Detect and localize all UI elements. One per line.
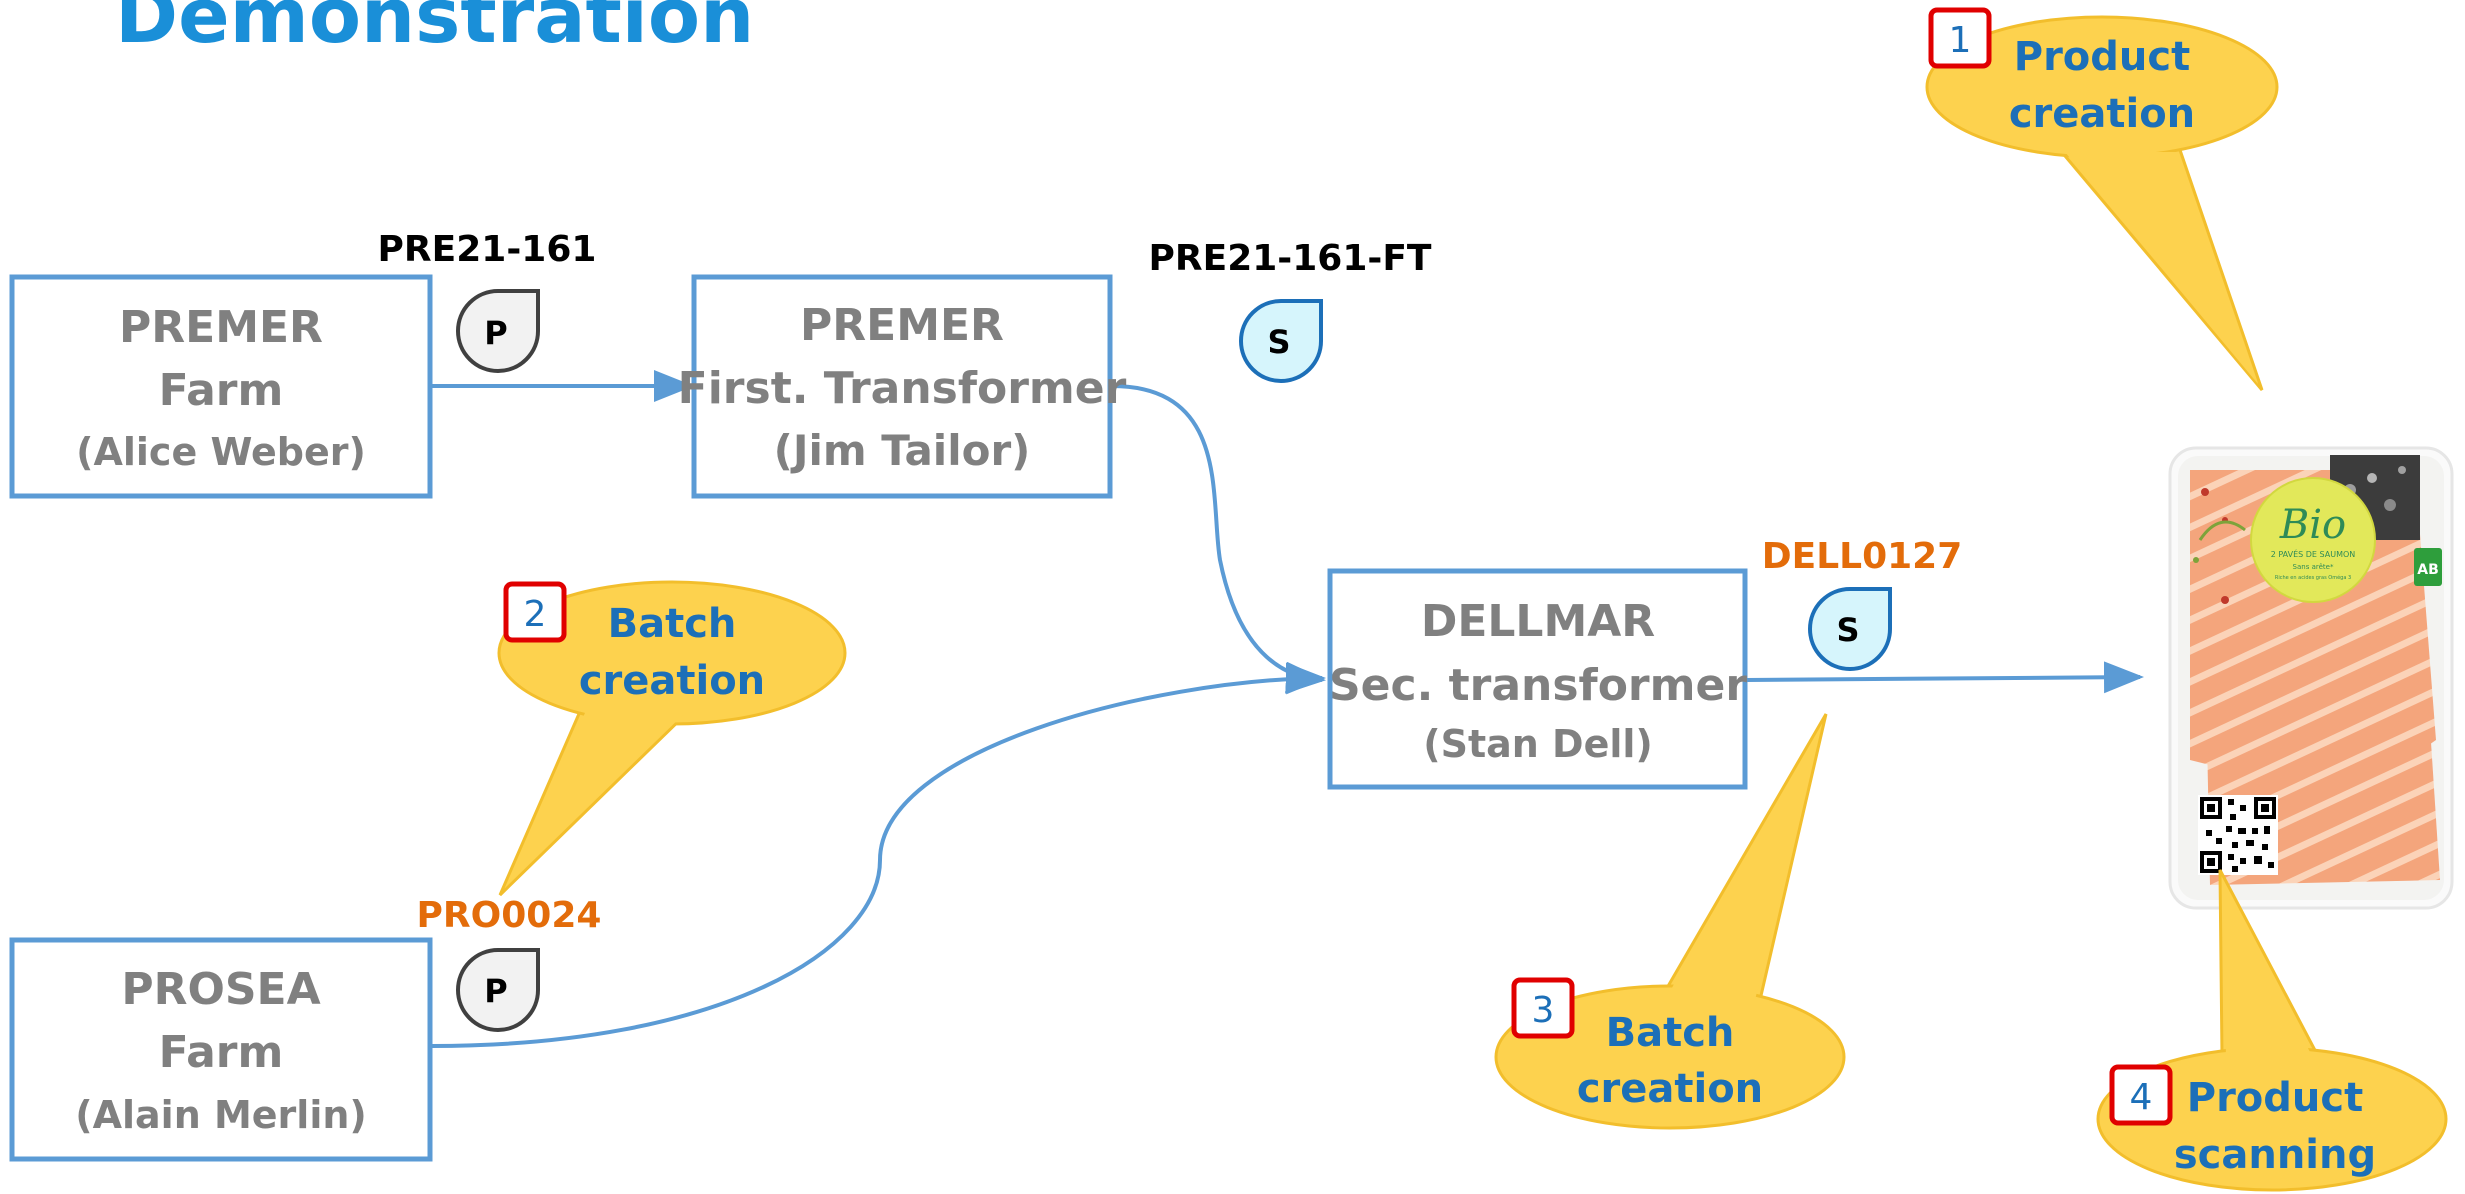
step-number: 1 — [1949, 20, 1972, 61]
actor-name: PREMER — [119, 302, 323, 353]
batch-code-pre21-161-ft: PRE21-161-FT — [1149, 238, 1432, 279]
supplier-marker-icon: S — [1808, 587, 1892, 671]
svg-text:AB: AB — [2417, 562, 2439, 578]
actor-name: DELLMAR — [1421, 596, 1655, 647]
actor-person: (Alain Merlin) — [75, 1093, 367, 1137]
organic-label-icon: Bio 2 PAVÉS DE SAUMON Sans arête* Riche … — [2250, 477, 2376, 603]
step-number: 2 — [524, 594, 547, 635]
actor-role: First. Transformer — [678, 363, 1127, 414]
connector-first-transformer-to-dellmar — [1111, 384, 1326, 694]
actor-box-premer-first-transformer: PREMER First. Transformer (Jim Tailor) — [678, 274, 1127, 499]
callout-line1: Batch — [608, 601, 737, 647]
step-number-badge — [503, 581, 567, 643]
callout-batch-creation: 3 Batch creation — [1494, 713, 1846, 1130]
step-number-badge — [1928, 7, 1992, 69]
actor-person: (Alice Weber) — [76, 430, 366, 474]
qr-code-icon[interactable] — [2198, 795, 2278, 875]
producer-marker-icon: P — [456, 289, 540, 373]
actor-name: PREMER — [800, 300, 1004, 351]
actor-role: Farm — [159, 365, 284, 416]
svg-text:Bio: Bio — [2279, 502, 2346, 548]
callout-product-scanning: 4 Product scanning — [2096, 869, 2448, 1192]
product-salmon-package[interactable]: Bio 2 PAVÉS DE SAUMON Sans arête* Riche … — [2168, 446, 2454, 910]
step-number-badge — [2109, 1064, 2173, 1126]
marker-letter: P — [484, 972, 507, 1010]
callout-line1: Batch — [1606, 1010, 1735, 1056]
callout-line2: scanning — [2174, 1132, 2376, 1178]
step-number: 3 — [1532, 990, 1555, 1031]
actor-box-dellmar: DELLMAR Sec. transformer (Stan Dell) — [1327, 568, 1748, 790]
callout-line1: Product — [2187, 1075, 2363, 1121]
ab-organic-logo-icon: AB — [2414, 548, 2442, 586]
svg-text:Riche en acides gras Oméga 3: Riche en acides gras Oméga 3 — [2275, 574, 2351, 581]
connector-dellmar-to-product — [1746, 661, 2144, 694]
callout-line1: Product — [2014, 34, 2190, 80]
actor-person: (Stan Dell) — [1423, 722, 1653, 766]
marker-letter: S — [1836, 611, 1859, 649]
callout-line2: creation — [579, 658, 765, 704]
step-number: 4 — [2130, 1077, 2153, 1118]
callout-line2: creation — [2009, 91, 2195, 137]
page-title: Demonstration — [115, 0, 755, 60]
step-number-badge — [1511, 977, 1575, 1039]
connector-prosea-to-dellmar — [431, 662, 1326, 1048]
actor-box-premer-farm: PREMER Farm (Alice Weber) — [9, 274, 433, 499]
batch-code-dell0127: DELL0127 — [1762, 536, 1963, 577]
svg-text:2 PAVÉS DE SAUMON: 2 PAVÉS DE SAUMON — [2271, 548, 2356, 559]
callout-batch-creation: 2 Batch creation — [497, 580, 847, 897]
marker-letter: S — [1267, 323, 1290, 361]
producer-marker-icon: P — [456, 948, 540, 1032]
actor-person: (Jim Tailor) — [774, 426, 1031, 475]
batch-code-pre21-161: PRE21-161 — [378, 229, 597, 270]
callout-product-creation: 1 Product creation — [1925, 7, 2279, 391]
actor-role: Farm — [159, 1027, 284, 1078]
marker-letter: P — [484, 314, 507, 352]
actor-box-prosea-farm: PROSEA Farm (Alain Merlin) — [9, 937, 433, 1162]
batch-code-pro0024: PRO0024 — [417, 895, 602, 936]
callout-line2: creation — [1577, 1066, 1763, 1112]
actor-name: PROSEA — [121, 964, 320, 1015]
svg-text:Sans arête*: Sans arête* — [2293, 563, 2334, 571]
supplier-marker-icon: S — [1239, 299, 1323, 383]
actor-role: Sec. transformer — [1329, 660, 1747, 711]
